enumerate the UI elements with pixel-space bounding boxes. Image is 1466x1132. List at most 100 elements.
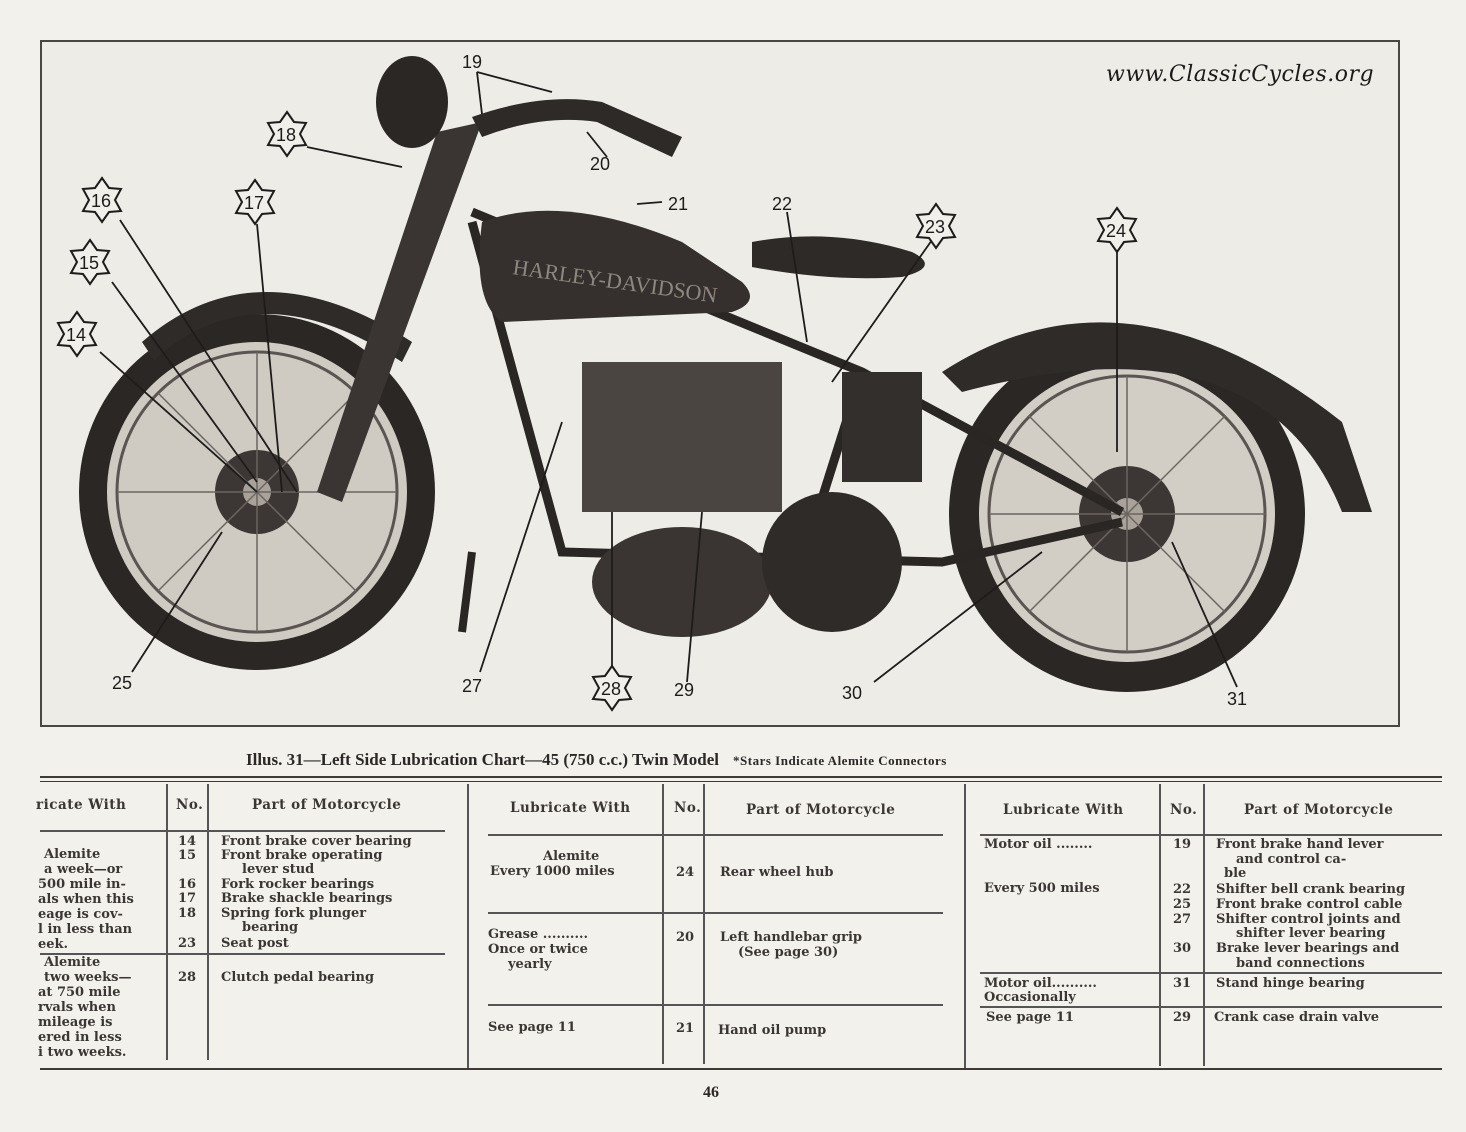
callout-label-23: 23 — [925, 217, 945, 237]
t3-part: Front brake control cable — [1216, 897, 1403, 912]
table-bottom-rule — [40, 1068, 1442, 1070]
caption-note: *Stars Indicate Alemite Connectors — [733, 753, 947, 768]
callout-star-23: 23 — [915, 202, 957, 250]
callout-label-16: 16 — [91, 191, 111, 211]
callout-label-15: 15 — [79, 253, 99, 273]
t3-lub: Every 500 miles — [984, 881, 1100, 896]
t3-lub: Motor oil ........ — [984, 837, 1093, 852]
t2-no: 21 — [676, 1021, 695, 1036]
t3-no: 29 — [1173, 1010, 1192, 1025]
t1-divider-1 — [166, 784, 168, 1060]
t3-no: 30 — [1173, 941, 1192, 956]
callout-star-17: 17 — [234, 178, 276, 226]
t2-lub: yearly — [508, 957, 552, 972]
t2-lub: Every 1000 miles — [490, 864, 615, 879]
t1-lub-line: i two weeks. — [38, 1045, 127, 1060]
t3-lub: Motor oil.......... — [984, 976, 1097, 991]
t2-divider-3 — [964, 784, 966, 1068]
callout-25: 25 — [112, 673, 132, 693]
callout-label-14: 14 — [66, 325, 86, 345]
t1-part: lever stud — [242, 862, 315, 877]
callout-star-14: 14 — [56, 310, 98, 358]
t1-header-part: Part of Motorcycle — [252, 797, 402, 813]
t1-lub-line: Alemite — [44, 847, 101, 862]
callout-star-15: 15 — [69, 238, 111, 286]
t3-part: Crank case drain valve — [1214, 1010, 1380, 1025]
t1-header-rule — [40, 830, 445, 832]
t2-divider-2 — [703, 784, 705, 1064]
t3-no: 19 — [1173, 837, 1192, 852]
t2-row-rule-1 — [488, 912, 943, 914]
front-fender — [142, 292, 412, 362]
crankcase — [592, 527, 772, 637]
t1-part: Clutch pedal bearing — [221, 970, 375, 985]
t3-header-rule — [980, 834, 1442, 836]
callout-label-28: 28 — [601, 679, 621, 699]
motorcycle-drawing: HARLEY-DAVIDSON — [56, 52, 1372, 712]
callout-star-18: 18 — [266, 110, 308, 158]
t2-no: 24 — [676, 865, 695, 880]
t2-header-rule — [488, 834, 943, 836]
t2-row-rule-2 — [488, 1004, 943, 1006]
callout-27: 27 — [462, 676, 482, 696]
callout-label-17: 17 — [244, 193, 264, 213]
t2-lub: Once or twice — [488, 942, 588, 957]
callout-30: 30 — [842, 683, 862, 703]
t1-no: 18 — [178, 906, 197, 921]
t3-part: shifter lever bearing — [1236, 926, 1386, 941]
t1-lub-line: a week—or — [44, 862, 123, 877]
t3-part: Stand hinge bearing — [1216, 976, 1365, 991]
figure-caption: Illus. 31—Left Side Lubrication Chart—45… — [246, 750, 947, 770]
t1-no: 28 — [178, 970, 197, 985]
star-callouts: 14 15 16 17 18 — [56, 110, 1138, 712]
callout-29: 29 — [674, 680, 694, 700]
t3-lub: See page 11 — [986, 1010, 1074, 1025]
t1-header-no: No. — [176, 797, 204, 813]
table-top-rule-2 — [40, 781, 1442, 782]
t1-lub-line: mileage is — [38, 1015, 113, 1030]
t1-lub-line: eek. — [38, 937, 69, 952]
t2-lub: See page 11 — [488, 1020, 576, 1035]
clutch-cover — [762, 492, 902, 632]
watermark-url: www.ClassicCycles.org — [1106, 62, 1375, 87]
t1-part: Front brake cover bearing — [221, 834, 412, 849]
t1-lub-line: Alemite — [44, 955, 101, 970]
t3-part: and control ca- — [1236, 852, 1347, 867]
t1-no: 23 — [178, 936, 197, 951]
battery-box — [842, 372, 922, 482]
t1-header-lubricate: ricate With — [36, 797, 127, 813]
t3-part: Shifter bell crank bearing — [1216, 882, 1406, 897]
callout-19: 19 — [462, 52, 482, 72]
motorcycle-illustration: HARLEY-DAVIDSON — [40, 40, 1400, 727]
handlebar — [472, 99, 682, 157]
t1-lub-line: rvals when — [38, 1000, 116, 1015]
t3-no: 31 — [1173, 976, 1192, 991]
t1-lub-line: 500 mile in- — [38, 877, 126, 892]
t3-row-rule-2 — [980, 1006, 1442, 1008]
t1-part: Front brake operating — [221, 848, 383, 863]
t3-no: 25 — [1173, 897, 1192, 912]
t3-divider-2 — [1203, 784, 1205, 1066]
t3-no: 27 — [1173, 912, 1192, 927]
t3-row-rule-1 — [980, 972, 1442, 974]
t1-lub-line: eage is cov- — [38, 907, 123, 922]
t2-part: (See page 30) — [738, 945, 839, 960]
callout-star-16: 16 — [81, 176, 123, 224]
table-top-rule — [40, 776, 1442, 778]
t3-divider-1 — [1159, 784, 1161, 1066]
t3-lub: Occasionally — [984, 990, 1076, 1005]
t3-part: Front brake hand lever — [1216, 837, 1384, 852]
t1-part: Fork rocker bearings — [221, 877, 375, 892]
t2-part: Left handlebar grip — [720, 930, 863, 945]
leader-lines — [99, 71, 1238, 688]
rear-fender — [942, 322, 1372, 512]
t1-lub-line: ered in less — [38, 1030, 122, 1045]
callout-label-24: 24 — [1106, 221, 1126, 241]
page-number: 46 — [703, 1084, 719, 1101]
callout-star-24: 24 — [1096, 206, 1138, 254]
t1-lub-line: two weeks— — [44, 970, 132, 985]
t2-lub: Alemite — [543, 849, 600, 864]
t2-header-no: No. — [674, 800, 702, 816]
callout-star-28: 28 — [591, 664, 633, 712]
